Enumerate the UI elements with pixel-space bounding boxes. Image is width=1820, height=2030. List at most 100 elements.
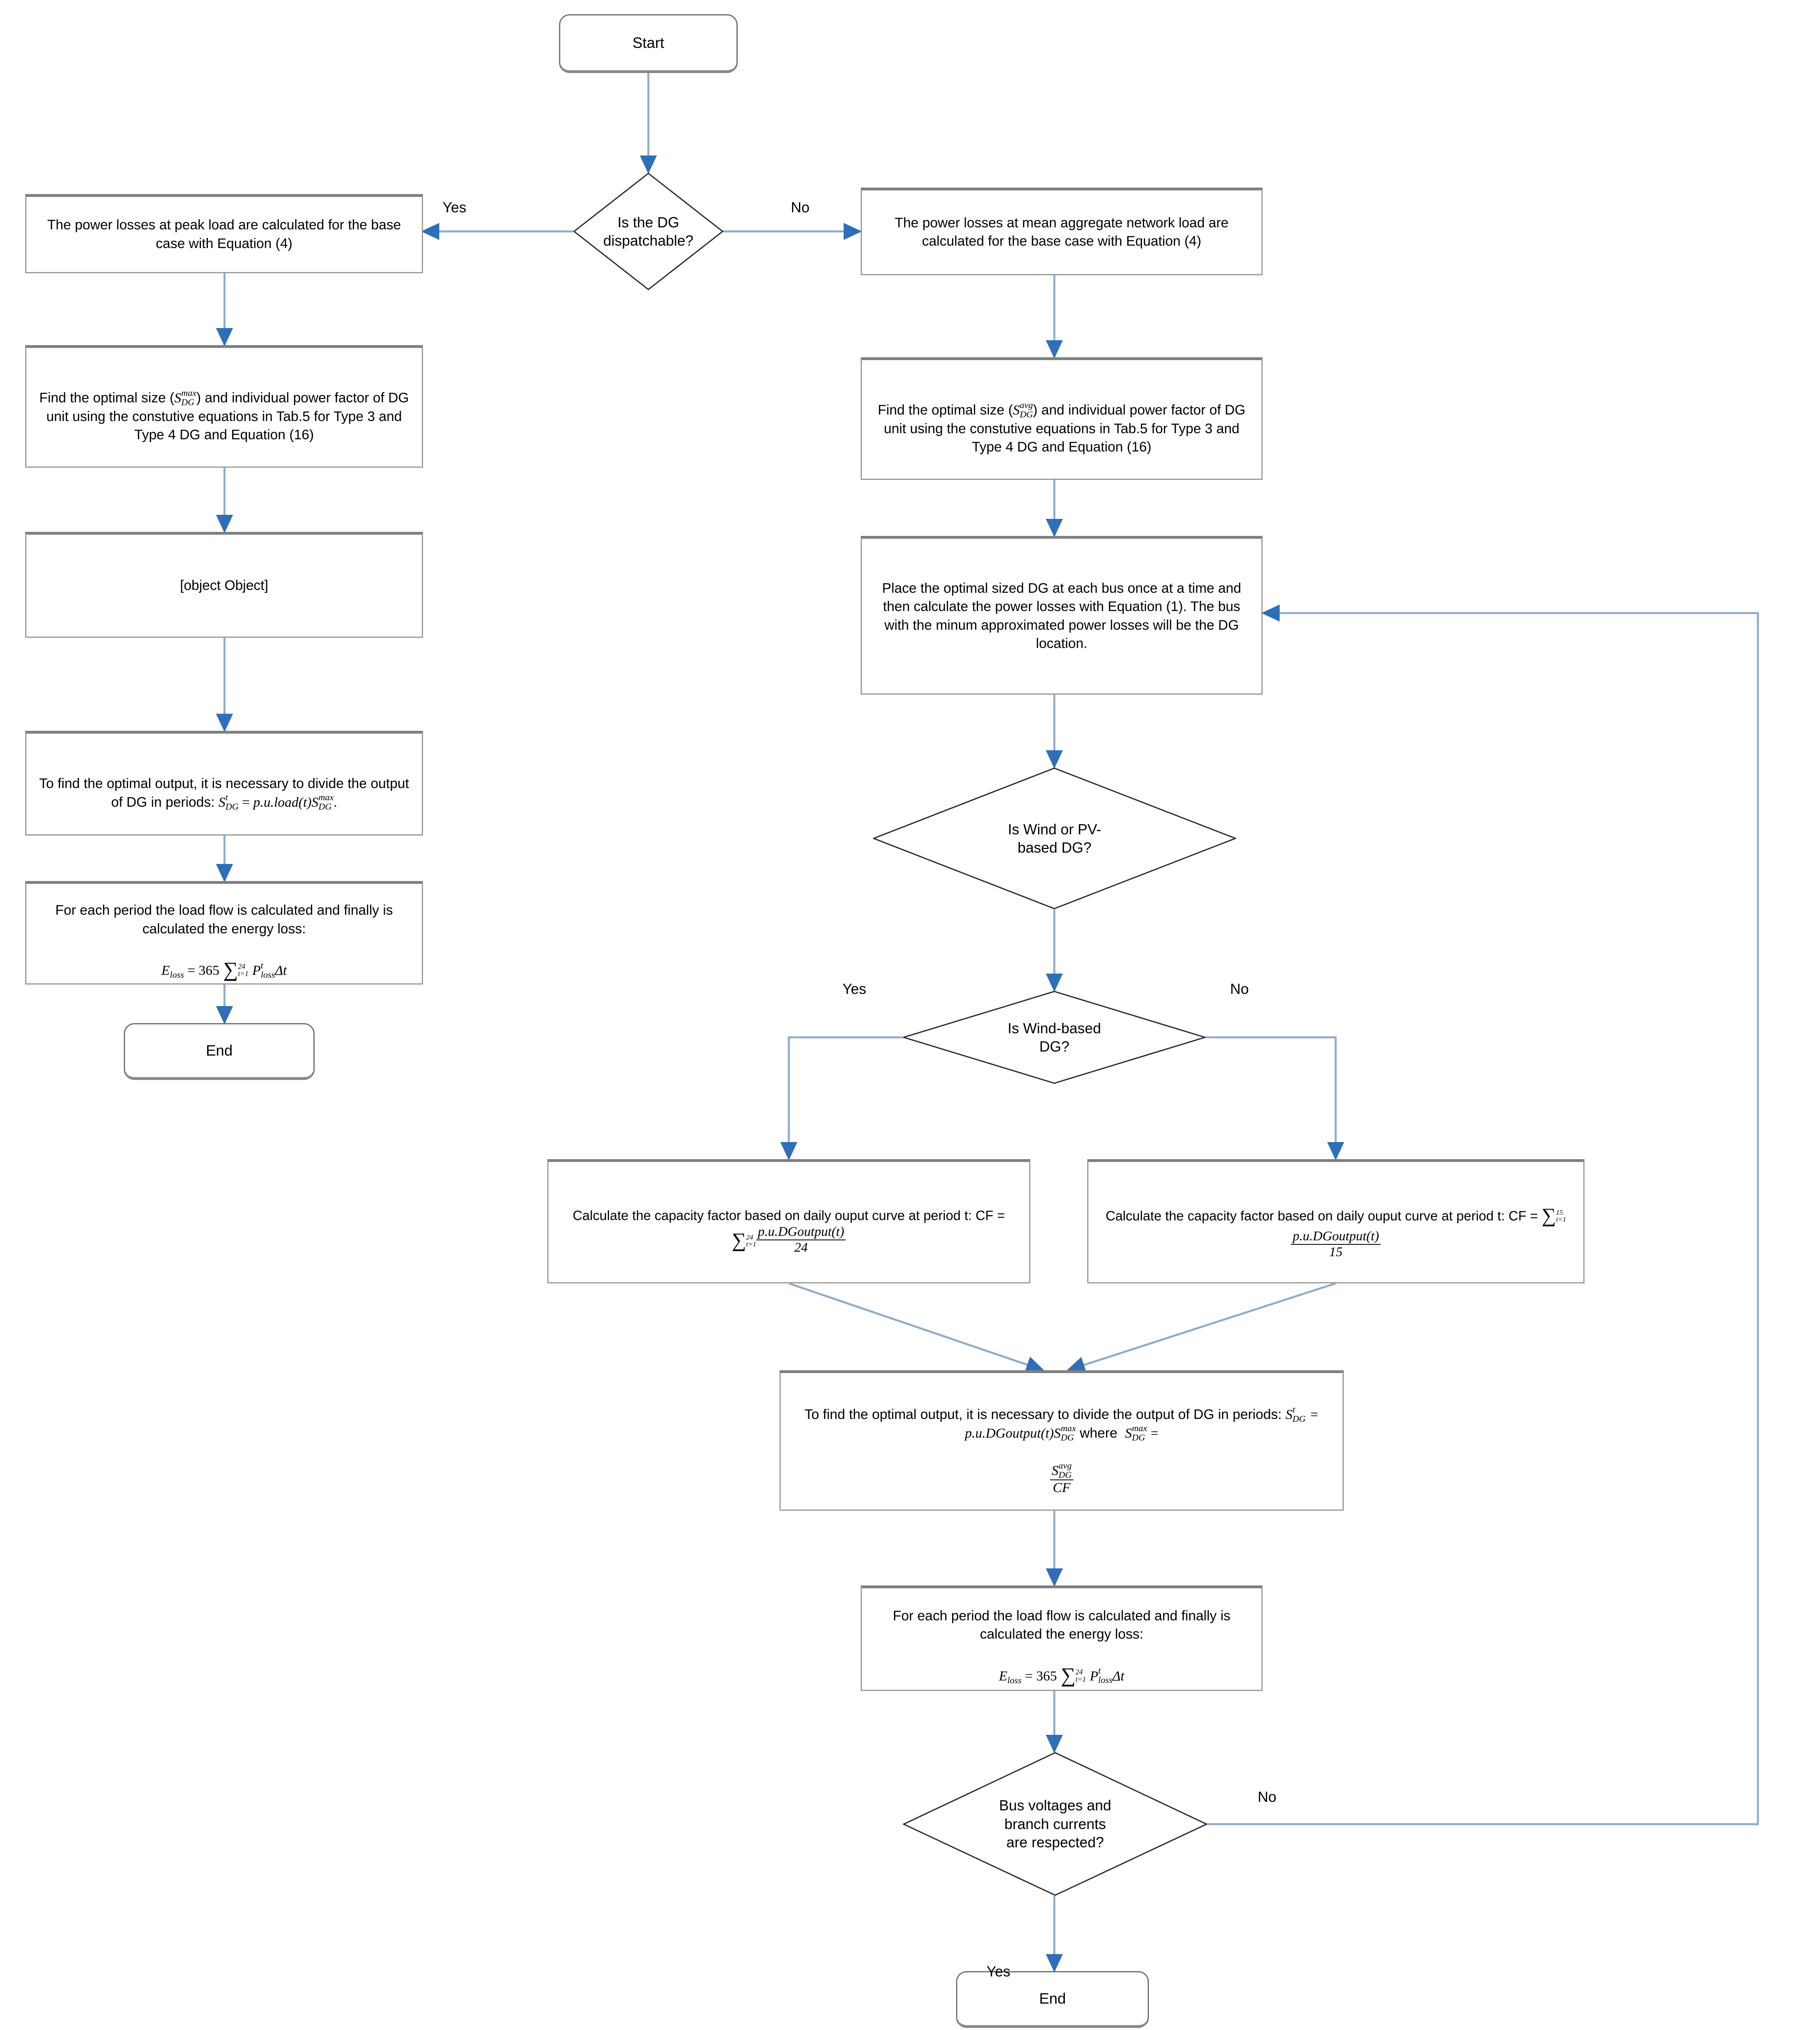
math-S-t: S [218,795,226,810]
math-sup-t-2: t [1292,1404,1295,1415]
left-place-dg-label: [object Object] [180,577,268,593]
math-S: S [174,391,181,406]
left-peak-loss-label: The power losses at peak load are calcul… [47,217,401,251]
math-sub-dg-3: DG [318,801,332,812]
math-cf-num-wind: p.u.DGoutput(t) [756,1224,846,1240]
math-sub-dg-6: DG [1060,1432,1074,1443]
cf-pv-label: Calculate the capacity factor based on d… [1099,1184,1573,1260]
node-merge-optimal-output[interactable]: To find the optimal output, it is necess… [779,1370,1344,1511]
math-sup-max-2: max [318,792,334,803]
node-right-mean-loss[interactable]: The power losses at mean aggregate netwo… [861,188,1263,275]
math-cf-num-pv: p.u.DGoutput(t) [1291,1229,1381,1245]
math-P-sup-2: t [1098,1665,1101,1676]
node-cf-wind[interactable]: Calculate the capacity factor based on d… [547,1159,1030,1283]
math-S-2: S [311,795,319,810]
right-optimal-size-post: ) and individual power factor of DG unit… [884,402,1246,455]
math-eq-4: = [1021,1668,1036,1684]
merge-optimal-output-label: To find the optimal output, it is necess… [791,1386,1332,1496]
math-S-5: S [1051,1463,1059,1478]
edge-label-wind-yes: Yes [842,980,866,997]
node-start[interactable]: Start [559,14,738,73]
math-sub-dg-4: DG [1019,409,1033,420]
node-left-divide-periods[interactable]: To find the optimal output, it is necess… [25,731,423,836]
math-sum-upper-1: 24 [238,962,245,971]
merge-output-pre: To find the optimal output, it is necess… [804,1406,1286,1422]
math-E: E [161,963,170,978]
node-decision-wind-based[interactable]: Is Wind-based DG? [903,991,1206,1084]
node-cf-pv[interactable]: Calculate the capacity factor based on d… [1087,1159,1585,1283]
math-sigma-2: ∑ [1060,1664,1076,1687]
math-S-3: S [1054,1426,1061,1441]
math-365: 365 [199,963,220,978]
math-E-sub: loss [170,970,184,980]
diamond-shape-constraints [903,1752,1207,1896]
node-left-place-dg[interactable]: [object Object] [25,532,423,638]
node-right-energy-loss[interactable]: For each period the load flow is calcula… [861,1585,1263,1691]
edge-label-wind-no: No [1230,980,1249,997]
math-P-sub-1: loss [261,969,275,980]
left-end-label: End [206,1042,233,1059]
diamond-shape [573,173,723,290]
node-right-place-dg[interactable]: Place the optimal sized DG at each bus o… [861,536,1263,695]
cf-pv-pre: Calculate the capacity factor based on d… [1105,1208,1542,1224]
math-cf-den-wind: 24 [794,1240,808,1255]
math-sup-t: t [225,792,228,803]
node-decision-wind-or-pv[interactable]: Is Wind or PV- based DG? [873,767,1236,909]
math-sup-avg-2: avg [1058,1460,1072,1471]
edge-label-constraints-yes: Yes [987,1963,1010,1980]
math-sigma-cf-pv: ∑ [1541,1204,1556,1227]
math-sub-dg: DG [181,397,194,408]
right-mean-loss-label: The power losses at mean aggregate netwo… [894,215,1229,249]
math-period: . [333,795,337,810]
node-right-end[interactable]: End [956,1971,1149,2028]
math-eq-3: = [1147,1426,1159,1441]
math-sum-upper-2: 24 [1075,1667,1083,1676]
math-sup-max-4: max [1132,1423,1147,1434]
node-left-end[interactable]: End [124,1023,315,1080]
decision-wind-or-pv-label: Is Wind or PV- based DG? [1008,821,1101,856]
node-left-peak-loss[interactable]: The power losses at peak load are calcul… [25,194,423,273]
node-decision-constraints[interactable]: Bus voltages and branch currents are res… [903,1752,1207,1896]
edge-label-dispatch-no: No [791,199,810,216]
right-optimal-size-pre: Find the optimal size ( [878,402,1013,418]
node-left-energy-loss[interactable]: For each period the load flow is calcula… [25,881,423,985]
math-where: where [1076,1425,1121,1441]
decision-dispatchable-label: Is the DG dispatchable? [603,214,694,249]
cf-wind-label: Calculate the capacity factor based on d… [559,1189,1019,1255]
diamond-shape-wind-based [903,991,1206,1084]
math-frac-cf-pv: p.u.DGoutput(t)15 [1291,1229,1381,1260]
math-sum-upper-cf-pv: 15 [1556,1209,1563,1217]
math-sub-dg-2: DG [225,801,239,812]
math-P-1: P [252,963,261,978]
math-P-2: P [1090,1668,1099,1684]
right-place-dg-label: Place the optimal sized DG at each bus o… [882,581,1241,651]
math-eq-1: = [238,795,253,810]
math-sub-dg-8: DG [1058,1469,1072,1480]
right-energy-loss-label: For each period the load flow is calcula… [872,1589,1251,1690]
node-decision-dispatchable[interactable]: Is the DG dispatchable? [573,173,723,290]
math-P-sub-2: loss [1098,1675,1113,1685]
edge-label-dispatch-yes: Yes [443,199,466,216]
left-divide-pre: To find the optimal output, it is necess… [39,775,409,810]
left-optimal-size-post: ) and individual power factor of DG unit… [46,390,409,443]
right-loss-pre: For each period the load flow is calcula… [893,1608,1231,1642]
diamond-shape-wind-or-pv [873,767,1236,909]
